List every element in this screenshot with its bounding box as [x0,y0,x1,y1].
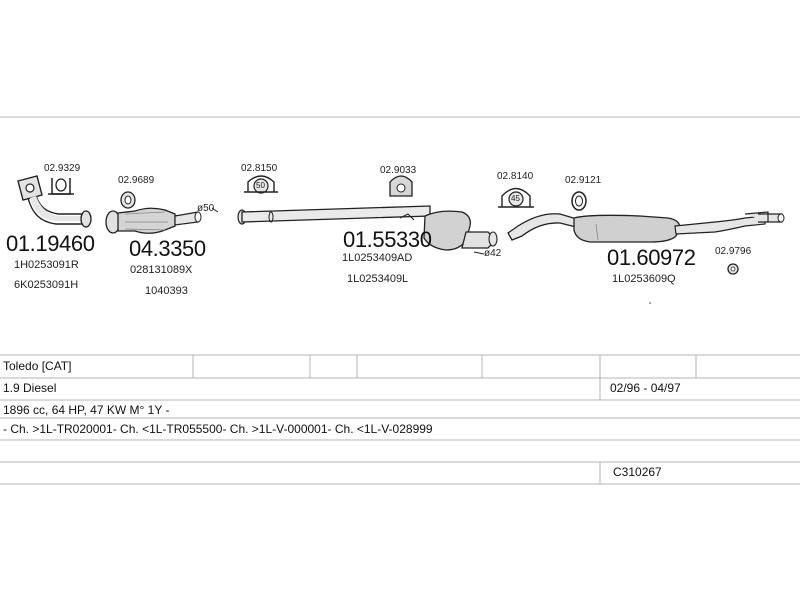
middle-pipe-clamp-size: 50 [256,181,265,190]
rear-silencer-number: 01.60972 [607,245,696,270]
middle-silencer-icon [399,210,498,251]
vehicle-specs: 1896 cc, 64 HP, 47 KW M° 1Y - [3,403,170,417]
vehicle-table-grid [0,354,800,485]
rear-silencer-icon [507,211,785,243]
rear-silencer-ref-1: 1L0253609Q [612,273,676,285]
vehicle-model: Toledo [CAT] [3,359,72,373]
middle-silencer-ref-1: 1L0253409AD [342,252,413,264]
vehicle-chassis-range: - Ch. >1L-TR020001- Ch. <1L-TR055500- Ch… [3,422,433,436]
catalytic-converter-icon [105,207,202,234]
rear-clamp-size: 45 [511,194,520,203]
front-pipe-end-icon [80,210,92,228]
catalyst-ref-1: 028131089X [130,264,193,276]
rear-hanger-icon [571,191,587,211]
catalyst-gasket-number: 02.9689 [118,175,155,186]
size-label-42: ø42 [484,248,502,259]
rear-silencer-leader-dot [649,302,651,304]
front-pipe-ref-1: 1H0253091R [14,259,79,271]
rear-rubber-number: 02.9796 [715,246,752,257]
vehicle-engine: 1.9 Diesel [3,381,57,395]
middle-pipe [237,205,431,225]
front-clamp-number: 02.9329 [44,163,81,174]
rear-clamp-number: 02.8140 [497,171,534,182]
rear-clamp-icon [498,187,534,208]
middle-silencer-ref-2: 1L0253409L [347,273,409,285]
middle-silencer-number: 01.55330 [343,227,432,252]
front-clamp-icon [48,178,74,195]
middle-hanger-number: 02.9033 [380,165,417,176]
rear-rubber-icon [727,263,739,275]
vehicle-period: 02/96 - 04/97 [610,381,681,395]
size-label-50: ø50 [197,203,215,214]
rear-hanger-number: 02.9121 [565,175,602,186]
vehicle-code: C310267 [613,465,662,479]
catalyst-gasket-icon [120,191,136,209]
catalyst-number: 04.3350 [129,236,206,261]
middle-pipe-clamp-number: 02.8150 [241,163,278,174]
catalyst-ref-2: 1040393 [145,285,188,297]
middle-hanger-icon [389,175,413,197]
front-flange-icon [17,175,43,201]
size-marker-arrow-42 [473,251,485,255]
front-pipe-number: 01.19460 [6,231,95,256]
middle-pipe-clamp-icon [244,175,278,194]
size-marker-arrow-50 [211,207,219,213]
front-pipe-ref-2: 6K0253091H [14,279,79,291]
